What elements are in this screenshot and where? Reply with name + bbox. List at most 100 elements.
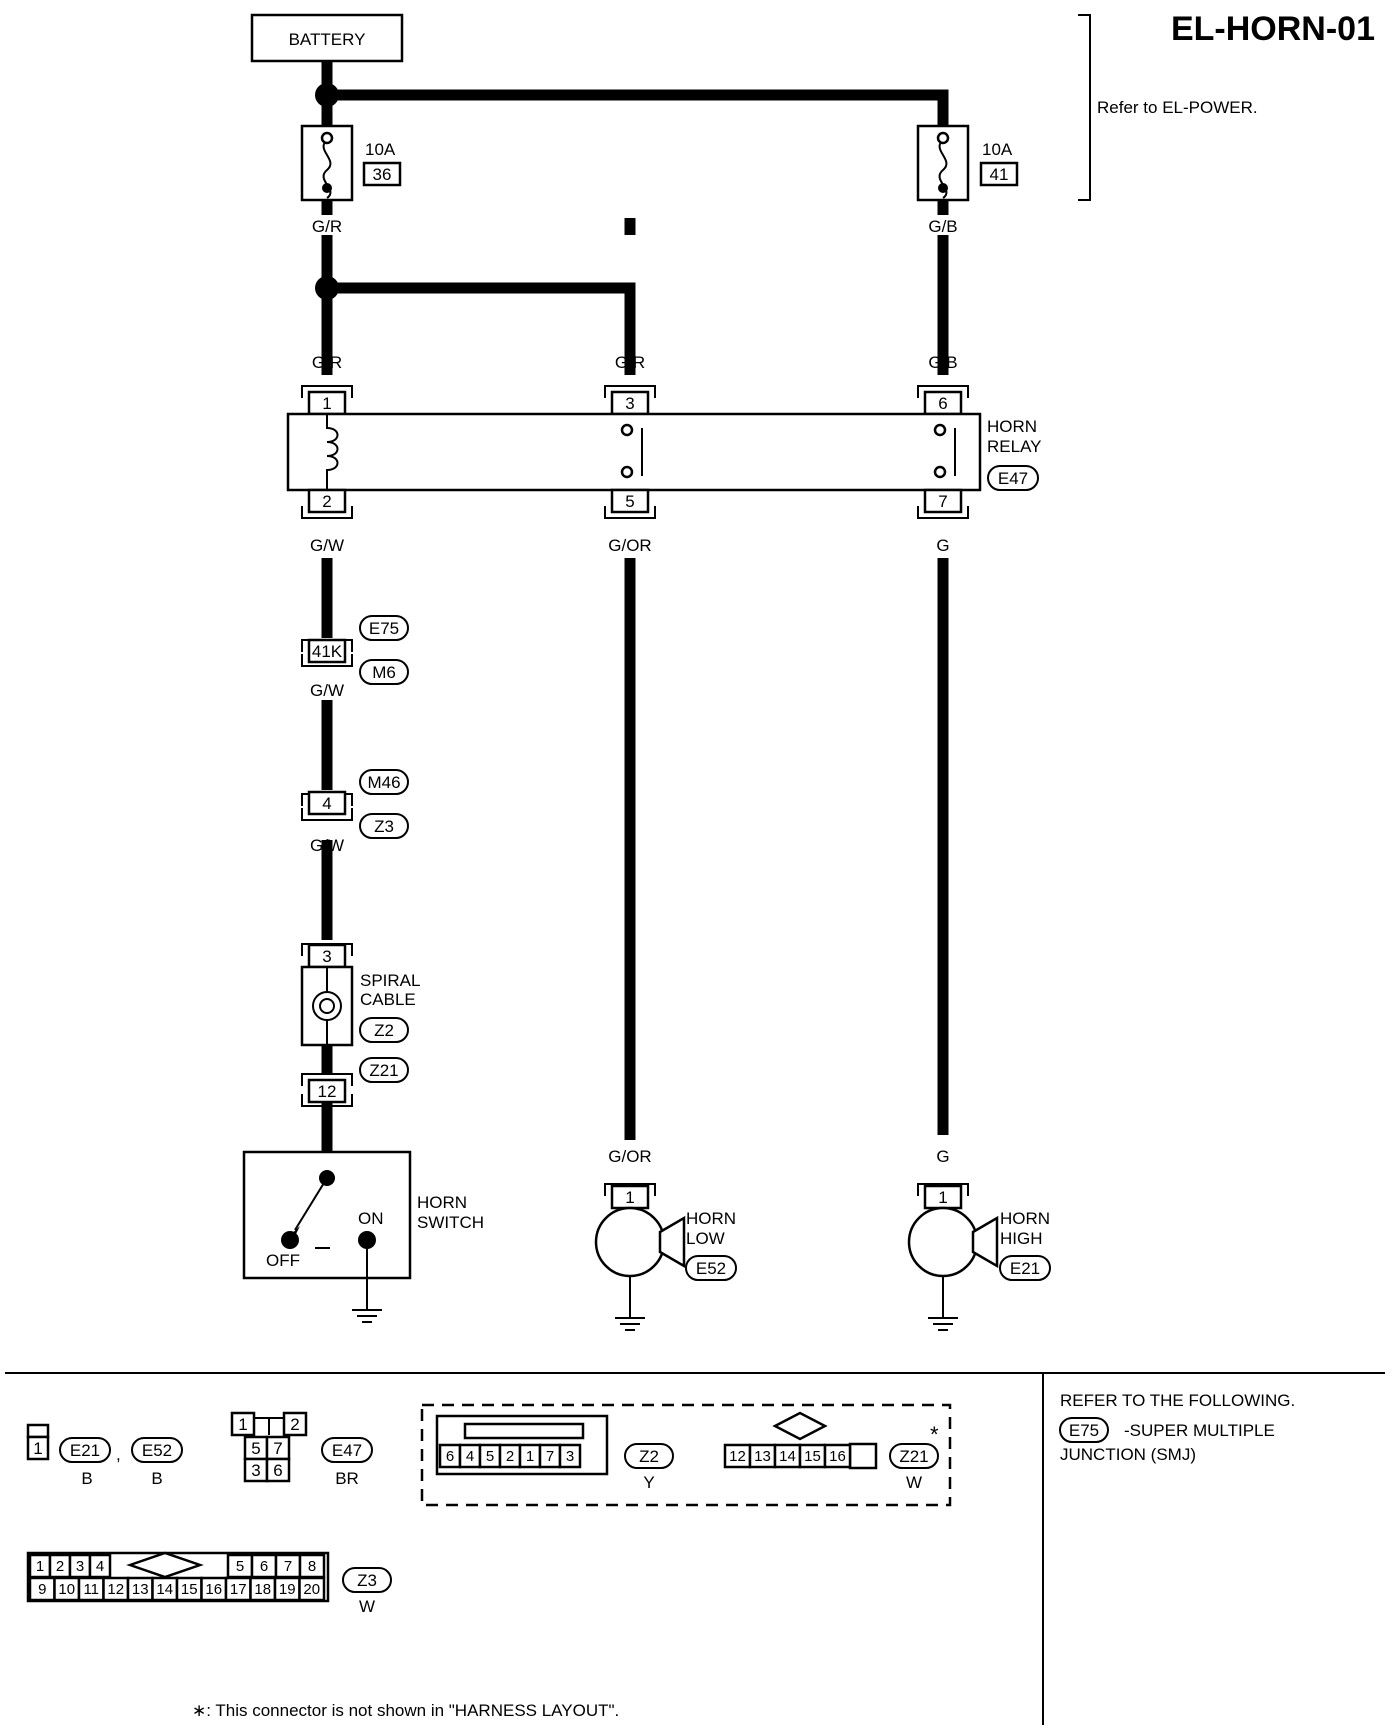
z21-pin-13: 13 bbox=[754, 1448, 771, 1465]
z3-pin-6: 6 bbox=[260, 1558, 268, 1575]
switch-on-label: ON bbox=[358, 1209, 384, 1228]
refer-desc-line1: -SUPER MULTIPLE bbox=[1124, 1421, 1275, 1440]
z3-pin-20: 20 bbox=[303, 1581, 320, 1598]
bottom-comma: , bbox=[116, 1445, 121, 1464]
z2-cell bbox=[558, 1443, 582, 1469]
fuse-41-num-box bbox=[979, 161, 1019, 187]
bottom-e21-pill bbox=[59, 1437, 111, 1463]
relay-pin-6: 6 bbox=[938, 394, 947, 413]
connector-m6: M6 bbox=[372, 663, 396, 682]
z3-pin-9: 9 bbox=[38, 1581, 46, 1598]
relay-pin-3: 3 bbox=[625, 394, 634, 413]
z3-pin-5: 5 bbox=[236, 1558, 244, 1575]
fuse-36-amp: 10A bbox=[365, 140, 396, 159]
connector-41k bbox=[301, 638, 353, 667]
spiral-label-line2: CABLE bbox=[360, 990, 416, 1009]
wire-label-gw-e75: G/W bbox=[310, 681, 344, 700]
relay-pin-2: 2 bbox=[322, 492, 331, 511]
bottom-z21-color: W bbox=[906, 1473, 922, 1492]
wire-label-gb-right: G/B bbox=[928, 353, 957, 372]
connector-z3: Z3 bbox=[374, 817, 394, 836]
spiral-cable bbox=[300, 943, 354, 1047]
z3-pin-11: 11 bbox=[83, 1581, 99, 1598]
connector-z2: Z2 bbox=[374, 1021, 394, 1040]
e52-pill bbox=[685, 1255, 737, 1281]
bottom-e21-color: B bbox=[81, 1469, 92, 1488]
pin-41k: 41K bbox=[312, 642, 343, 661]
bottom-e47-color: BR bbox=[335, 1469, 359, 1488]
horn-relay bbox=[286, 385, 982, 519]
z2-pin-3: 3 bbox=[566, 1448, 574, 1465]
fuse-41-num: 41 bbox=[990, 165, 1009, 184]
z3-pin-15: 15 bbox=[181, 1581, 198, 1598]
z3-pin-17: 17 bbox=[230, 1581, 247, 1598]
relay-label-line2: RELAY bbox=[987, 437, 1042, 456]
z3-pin-1: 1 bbox=[36, 1558, 44, 1575]
z3-pin-8: 8 bbox=[308, 1558, 316, 1575]
z2-pin-5: 5 bbox=[486, 1448, 494, 1465]
m6-pill bbox=[359, 659, 409, 685]
diagram-title: EL-HORN-01 bbox=[1171, 10, 1375, 48]
relay-pin-7: 7 bbox=[938, 492, 947, 511]
z21-pin-15: 15 bbox=[804, 1448, 821, 1465]
bottom-z3-pill bbox=[342, 1567, 392, 1593]
wire-harness bbox=[321, 61, 949, 1168]
horn-high-label-line1: HORN bbox=[1000, 1209, 1050, 1228]
z2-pill bbox=[359, 1017, 409, 1043]
horn-low-label-line1: HORN bbox=[686, 1209, 736, 1228]
splice-dot-battery bbox=[315, 83, 339, 107]
bottom-e21: E21 bbox=[70, 1441, 100, 1460]
pin-12: 12 bbox=[318, 1082, 337, 1101]
fuse-41-amp: 10A bbox=[982, 140, 1013, 159]
fuse-36-num-box bbox=[362, 161, 402, 187]
relay-connector-pill bbox=[987, 465, 1039, 491]
bottom-e47: E47 bbox=[332, 1441, 362, 1460]
bottom-e52: E52 bbox=[142, 1441, 172, 1460]
horn-low-label-line2: LOW bbox=[686, 1229, 725, 1248]
z21-pin-14: 14 bbox=[779, 1448, 796, 1465]
z3-pin-18: 18 bbox=[254, 1581, 271, 1598]
horn-high-pin: 1 bbox=[938, 1188, 947, 1207]
z21-cell bbox=[823, 1443, 852, 1469]
bottom-e52-color: B bbox=[151, 1469, 162, 1488]
z21-pin-16: 16 bbox=[829, 1448, 846, 1465]
wire-label-g-horn: G bbox=[936, 1147, 949, 1166]
z3-pin-2: 2 bbox=[56, 1558, 64, 1575]
horn-low bbox=[594, 1135, 686, 1331]
refer-power-note: Refer to EL-POWER. bbox=[1097, 98, 1258, 117]
horn-low-pin: 1 bbox=[625, 1188, 634, 1207]
spiral-label-line1: SPIRAL bbox=[360, 971, 420, 990]
z2-pin-6: 6 bbox=[446, 1448, 454, 1465]
wire-label-gr-mid: G/R bbox=[615, 353, 645, 372]
z21-pin-12: 12 bbox=[729, 1448, 746, 1465]
bottom-z3: Z3 bbox=[357, 1571, 377, 1590]
bottom-z2: Z2 bbox=[639, 1447, 659, 1466]
relay-label-line1: HORN bbox=[987, 417, 1037, 436]
horn-high-connector: E21 bbox=[1010, 1259, 1040, 1278]
z2-pin-2: 2 bbox=[506, 1448, 514, 1465]
e47-face-pin-1: 1 bbox=[238, 1415, 247, 1434]
z3-pin-14: 14 bbox=[156, 1581, 173, 1598]
horn-high bbox=[907, 1183, 999, 1331]
z21-pill bbox=[359, 1057, 409, 1083]
z21-pin-cells: 12 13 14 15 16 bbox=[723, 1443, 852, 1469]
z2-pin-7: 7 bbox=[546, 1448, 554, 1465]
bottom-e47-pill bbox=[321, 1437, 373, 1463]
wire-label-gor-relay: G/OR bbox=[608, 536, 651, 555]
refer-e75: E75 bbox=[1069, 1421, 1099, 1440]
wire-label-gor-horn: G/OR bbox=[608, 1147, 651, 1166]
z3-pin-7: 7 bbox=[284, 1558, 292, 1575]
connector-face-e47 bbox=[230, 1411, 308, 1483]
connector-e75: E75 bbox=[369, 619, 399, 638]
refer-bracket bbox=[1078, 14, 1091, 201]
pin-3-spiral: 3 bbox=[322, 947, 331, 966]
connector-4 bbox=[301, 790, 353, 821]
z3-pin-3: 3 bbox=[76, 1558, 84, 1575]
refer-heading: REFER TO THE FOLLOWING. bbox=[1060, 1391, 1295, 1410]
fuse-36 bbox=[300, 124, 354, 202]
horn-switch-label-line1: HORN bbox=[417, 1193, 467, 1212]
z3-pin-4: 4 bbox=[96, 1558, 104, 1575]
horn-switch bbox=[242, 1150, 412, 1323]
